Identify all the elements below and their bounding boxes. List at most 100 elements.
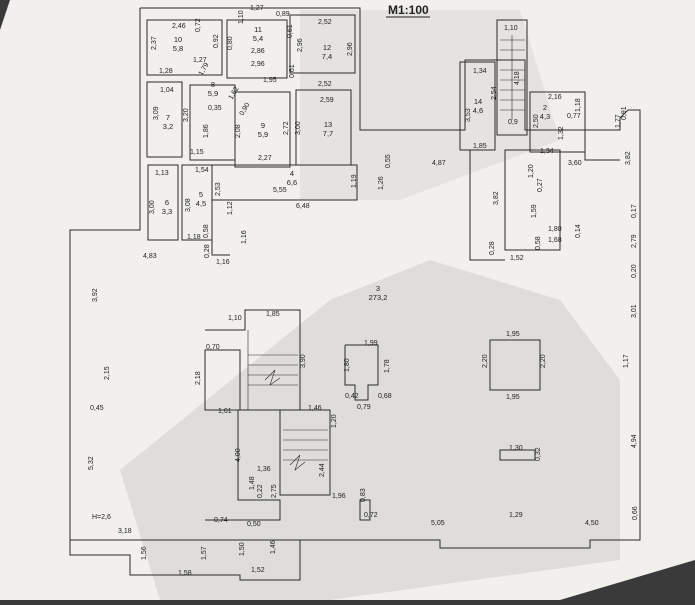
dim: 1,34 — [473, 68, 487, 75]
dim: 1,29 — [509, 512, 523, 519]
svg-text:7: 7 — [166, 113, 170, 122]
dim: 1,18 — [575, 98, 582, 112]
dim: 1,52 — [510, 255, 524, 262]
dim: 2,44 — [319, 463, 326, 477]
dim: 1,12 — [227, 201, 234, 215]
room-9: 95,9 — [258, 121, 268, 139]
dim: 0,35 — [208, 105, 222, 112]
dim: 0,28 — [489, 241, 496, 255]
dim: 3,92 — [92, 288, 99, 302]
dim: 0,72 — [364, 512, 378, 519]
dim: 2,72 — [283, 121, 290, 135]
dim: 1,50 — [239, 542, 246, 556]
dim: 2,59 — [320, 97, 334, 104]
dim: 0,45 — [90, 405, 104, 412]
svg-text:2: 2 — [543, 103, 547, 112]
dim: 1,20 — [331, 414, 338, 428]
dim: 4,83 — [143, 253, 157, 260]
dim: 0,92 — [213, 34, 220, 48]
dim: 1,96 — [332, 493, 346, 500]
dim: 4,00 — [235, 448, 242, 462]
dim: 2,20 — [540, 354, 547, 368]
dim: 0,74 — [214, 517, 228, 524]
dim: 2,20 — [482, 354, 489, 368]
dim: 1,85 — [266, 311, 280, 318]
scale-label: M1:100 — [388, 3, 429, 17]
dim: 1,78 — [384, 359, 391, 373]
dim: 0,72 — [195, 18, 202, 32]
dim: 1,54 — [195, 167, 209, 174]
dim: 1,99 — [364, 340, 378, 347]
dim: 0,20 — [631, 264, 638, 278]
dim: 0,58 — [535, 236, 542, 250]
room-6: 63,3 — [162, 198, 172, 216]
dim: 0,9 — [508, 119, 518, 126]
dim: 1,95 — [506, 331, 520, 338]
dim: 0,70 — [206, 344, 220, 351]
dim: 0,61 — [289, 64, 296, 78]
dim: 5,55 — [273, 187, 287, 194]
svg-text:10: 10 — [174, 35, 182, 44]
dim: 3,82 — [493, 191, 500, 205]
dim: 1,80 — [548, 226, 562, 233]
dim: 1,34 — [540, 148, 554, 155]
dim: 2,37 — [151, 36, 158, 50]
dim: 4,94 — [631, 434, 638, 448]
dim: 0,50 — [247, 521, 261, 528]
dim: 0,22 — [257, 484, 264, 498]
dim: 2,52 — [318, 19, 332, 26]
dim: 0,42 — [345, 393, 359, 400]
dim: 0,27 — [537, 178, 544, 192]
dim: 1,27 — [193, 57, 207, 64]
dim: 4,87 — [432, 160, 446, 167]
dim: 4,50 — [585, 520, 599, 527]
dim: 1,32 — [558, 126, 565, 140]
dim: 1,95 — [506, 394, 520, 401]
room-2: 24,3 — [540, 103, 550, 121]
dim: 0,58 — [203, 224, 210, 238]
dim: 1,77 — [615, 114, 622, 128]
dim: 1,10 — [228, 315, 242, 322]
svg-text:14: 14 — [474, 97, 482, 106]
dim: 1,46 — [308, 405, 322, 412]
svg-text:3,2: 3,2 — [163, 122, 173, 131]
dim: 3,08 — [185, 198, 192, 212]
svg-text:3: 3 — [376, 284, 380, 293]
room-11: 115,4 — [253, 25, 263, 43]
room-12: 127,4 — [322, 43, 332, 61]
svg-text:12: 12 — [323, 43, 331, 52]
dim: 2,15 — [104, 366, 111, 380]
dim: 1,80 — [344, 358, 351, 372]
dim: 1,16 — [216, 259, 230, 266]
dim: 1,95 — [263, 77, 277, 84]
dim: 1,18 — [187, 234, 201, 241]
dim: 1,16 — [241, 230, 248, 244]
dim: 2,96 — [347, 42, 354, 56]
dim: 2,96 — [251, 61, 265, 68]
room-14: 144,6 — [473, 97, 483, 115]
dim: 1,17 — [623, 354, 630, 368]
room-4: 46,6 — [287, 169, 297, 187]
dim: 1,36 — [257, 466, 271, 473]
dim: 0,61 — [287, 24, 294, 38]
dim: 1,28 — [159, 68, 173, 75]
dim: 1,13 — [155, 170, 169, 177]
dim: 3,09 — [153, 106, 160, 120]
dim: 1,48 — [249, 476, 256, 490]
dim: 3,60 — [568, 160, 582, 167]
dim: 2,27 — [258, 155, 272, 162]
svg-text:4,5: 4,5 — [196, 199, 206, 208]
dim: 1,86 — [203, 124, 210, 138]
dim: 1,57 — [201, 546, 208, 560]
dim: 2,96 — [297, 38, 304, 52]
dim: 3,00 — [149, 200, 156, 214]
shadow-area-2 — [300, 10, 560, 200]
dim: 2,52 — [318, 81, 332, 88]
dim: 0,83 — [360, 488, 367, 502]
svg-text:7,7: 7,7 — [323, 129, 333, 138]
dim: 1,52 — [251, 567, 265, 574]
svg-text:5,8: 5,8 — [173, 44, 183, 53]
dim: 6,48 — [296, 203, 310, 210]
dim: 3,90 — [300, 354, 307, 368]
